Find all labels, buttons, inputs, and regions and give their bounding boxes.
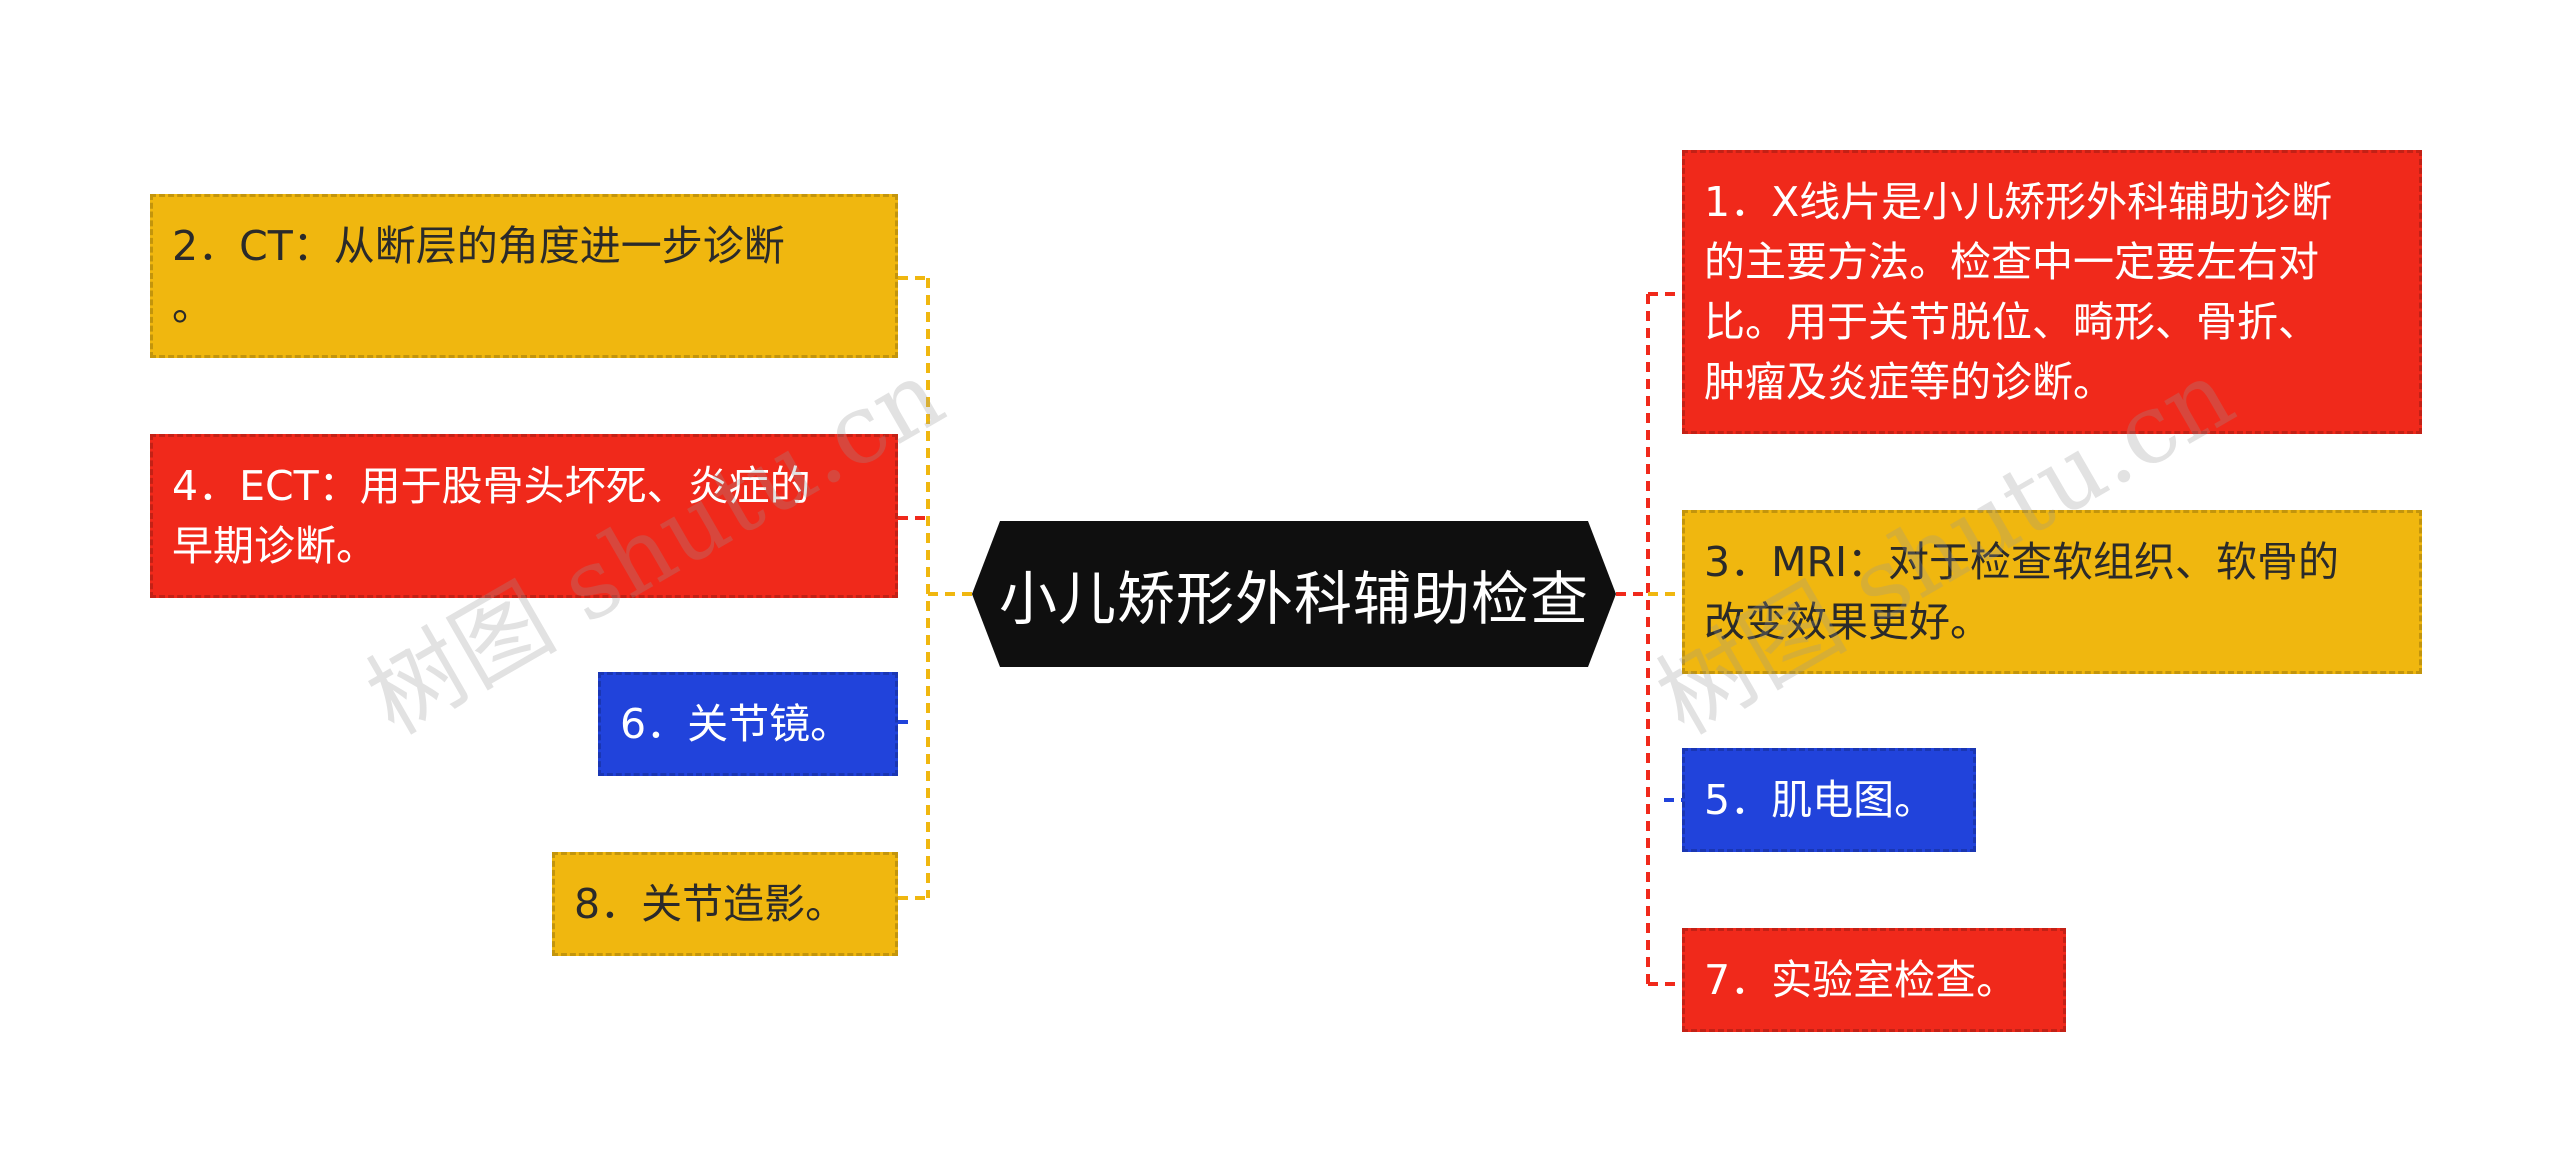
- topic-mri-line-2: 改变效果更好。: [1704, 598, 1991, 646]
- topic-emg[interactable]: 5．肌电图。: [1682, 748, 1976, 852]
- topic-xray-line-4: 肿瘤及炎症等的诊断。: [1704, 358, 2114, 406]
- topic-arthroscope[interactable]: 6．关节镜。: [598, 672, 898, 776]
- topic-ct-line-2: 。: [172, 282, 213, 330]
- topic-arthrography[interactable]: 8．关节造影。: [552, 852, 898, 956]
- topic-arthrography-line-1: 8．关节造影。: [574, 880, 847, 928]
- topic-ct[interactable]: 2．CT：从断层的角度进一步诊断 。: [150, 194, 898, 358]
- topic-lab-test-line-1: 7．实验室检查。: [1704, 956, 2018, 1004]
- topic-xray-line-3: 比。用于关节脱位、畸形、骨折、: [1704, 298, 2319, 346]
- root-topic-label: 小儿矫形外科辅助检查: [998, 565, 1589, 633]
- topic-ect-line-2: 早期诊断。: [172, 522, 377, 570]
- root-topic[interactable]: 小儿矫形外科辅助检查: [972, 521, 1616, 667]
- root-hexagon-shape: [972, 521, 1616, 667]
- topic-ect[interactable]: 4．ECT：用于股骨头坏死、炎症的 早期诊断。: [150, 434, 898, 598]
- topic-lab-test[interactable]: 7．实验室检查。: [1682, 928, 2066, 1032]
- topic-mri-line-1: 3．MRI：对于检查软组织、软骨的: [1704, 538, 2340, 586]
- topic-xray-line-2: 的主要方法。检查中一定要左右对: [1704, 238, 2319, 286]
- topic-xray-line-1: 1．X线片是小儿矫形外科辅助诊断: [1704, 178, 2333, 226]
- topic-arthroscope-line-1: 6．关节镜。: [620, 700, 852, 748]
- topic-xray[interactable]: 1．X线片是小儿矫形外科辅助诊断 的主要方法。检查中一定要左右对 比。用于关节脱…: [1682, 150, 2422, 434]
- topic-ect-line-1: 4．ECT：用于股骨头坏死、炎症的: [172, 462, 811, 510]
- topic-emg-line-1: 5．肌电图。: [1704, 776, 1936, 824]
- topic-ct-line-1: 2．CT：从断层的角度进一步诊断: [172, 222, 785, 270]
- topic-mri[interactable]: 3．MRI：对于检查软组织、软骨的 改变效果更好。: [1682, 510, 2422, 674]
